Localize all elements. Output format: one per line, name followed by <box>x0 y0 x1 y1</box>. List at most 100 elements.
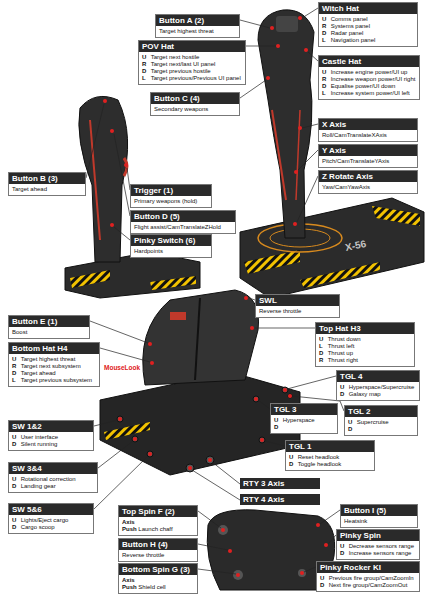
callout-row: D Cargo scoop <box>12 524 90 531</box>
callout-box: Bottom Hat H4U Target highest threatR Ta… <box>8 342 100 387</box>
callout-row: D Galaxy map <box>340 391 416 398</box>
key-letter: L <box>319 343 326 350</box>
key-letter: D <box>322 30 329 37</box>
key-letter: D <box>340 550 347 557</box>
key-letter: D <box>320 582 327 589</box>
logo-text: X-56 <box>344 238 367 253</box>
key-letter: D <box>12 483 19 490</box>
callout-row: L Navigation panel <box>322 37 414 44</box>
callout-box: SW 3&4U Rotational correctionD Landing g… <box>8 462 98 493</box>
callout-body: U Hyperspace/SupercruiseD Galaxy map <box>337 382 419 400</box>
callout-row: U Reset headlook <box>289 454 371 461</box>
callout-body: U Reset headlookD Toggle headlook <box>286 452 374 470</box>
callout-heading: SW 1&2 <box>9 421 93 432</box>
callout-heading: TGL 4 <box>337 371 419 382</box>
key-letter: R <box>322 76 329 83</box>
key-letter: L <box>12 377 19 384</box>
callout-box: TGL 2U SupercruiseD <box>344 405 418 436</box>
action-text: Increase sensors range <box>349 550 412 556</box>
callout-row: Roll/CamTranslateXAxis <box>322 132 414 139</box>
action-text: Hardpoints <box>134 248 163 254</box>
key-letter: U <box>320 575 327 582</box>
key-letter: D <box>289 461 296 468</box>
callout-body: AxisPush Launch chaff <box>119 517 197 535</box>
callout-box: TGL 3U HyperspaceD <box>270 403 338 434</box>
callout-row: Boost <box>12 329 86 336</box>
action-text: Hyperspace <box>283 417 315 423</box>
action-text: Roll/CamTranslateXAxis <box>322 132 387 138</box>
callout-box: Pinky SpinU Decrease sensors rangeD Incr… <box>336 529 420 560</box>
callout-row: L Target previous/Previous UI panel <box>142 75 242 82</box>
action-text: Shield cell <box>138 584 165 590</box>
action-text: Primary weapons (hold) <box>134 198 197 204</box>
action-text: Navigation panel <box>331 37 376 43</box>
callout-body: Flight assist/CamTranslateZHold <box>131 222 235 233</box>
action-text: Increase weapon power/UI right <box>331 76 416 82</box>
key-letter: U <box>348 419 355 426</box>
key-letter: Axis <box>122 577 135 584</box>
key-letter: U <box>12 476 19 483</box>
callout-body: Heatsink <box>341 516 417 527</box>
callout-box: RTY 3 Axis <box>240 478 320 489</box>
callout-box: Pinky Switch (6) Hardpoints <box>130 234 212 258</box>
callout-box: Button A (2)Target highest threat <box>155 14 240 38</box>
callout-row: R Increase weapon power/UI right <box>322 76 416 83</box>
key-letter: U <box>12 434 19 441</box>
callout-heading: Trigger (1) <box>131 185 211 196</box>
action-text: Pitch/CamTranslateYAxis <box>322 158 389 164</box>
callout-body: U Comms panelR Systems panelD Radar pane… <box>319 14 417 46</box>
key-letter: U <box>12 356 19 363</box>
action-text: User interface <box>21 434 58 440</box>
callout-box: Button D (5)Flight assist/CamTranslateZH… <box>130 210 236 234</box>
callout-row: R Target next subsystem <box>12 363 96 370</box>
callout-row: Target highest threat <box>159 28 236 35</box>
key-letter: D <box>322 83 329 90</box>
callout-body: Reverse throttle <box>256 306 339 317</box>
callout-heading: Pinky Switch (6) <box>131 235 211 246</box>
callout-row: U Decrease sensors range <box>340 543 416 550</box>
callout-heading: Pinky Spin <box>337 530 419 541</box>
action-text: Target ahead <box>12 186 47 192</box>
callout-row: D Silent running <box>12 441 90 448</box>
action-text: Comms panel <box>331 16 368 22</box>
callout-row: Primary weapons (hold) <box>134 198 208 205</box>
key-letter: R <box>12 363 19 370</box>
callout-heading: TGL 2 <box>345 406 417 417</box>
action-text: Target previous subsystem <box>21 377 92 383</box>
callout-row: U Supercruise <box>348 419 414 426</box>
action-text: Target next subsystem <box>21 363 81 369</box>
action-text: Secondary weapons <box>154 106 208 112</box>
callout-row: U User interface <box>12 434 90 441</box>
callout-row: R Thrust right <box>319 357 411 364</box>
callout-row: D Equalise power/UI down <box>322 83 416 90</box>
callout-box: SW 1&2U User interfaceD Silent running <box>8 420 94 451</box>
key-letter: D <box>142 68 149 75</box>
action-text: Landing gear <box>21 483 56 489</box>
callout-heading: Button E (1) <box>9 316 89 327</box>
key-letter: D <box>319 350 326 357</box>
callout-heading: Z Rotate Axis <box>319 171 417 182</box>
callout-body: Hardpoints <box>131 246 211 257</box>
callout-body: U Target next hostileR Target next/last … <box>139 52 245 84</box>
callout-body: U Increase engine power/UI upR Increase … <box>319 67 419 99</box>
action-text: Rotational correction <box>21 476 76 482</box>
key-letter: R <box>142 61 149 68</box>
callout-body: U Decrease sensors rangeD Increase senso… <box>337 541 419 559</box>
callout-body: U Lights/Eject cargoD Cargo scoop <box>9 515 93 533</box>
action-text: Supercruise <box>357 419 389 425</box>
callout-box: TGL 4U Hyperspace/SupercruiseD Galaxy ma… <box>336 370 420 401</box>
callout-heading: RTY 3 Axis <box>240 478 320 489</box>
key-letter: D <box>12 370 19 377</box>
key-letter: D <box>12 524 19 531</box>
callout-row: D Toggle headlook <box>289 461 371 468</box>
callout-box: POV HatU Target next hostileR Target nex… <box>138 40 246 85</box>
callout-heading: Button B (3) <box>9 173 85 184</box>
action-text: Yaw/CamYawAxis <box>322 184 370 190</box>
key-letter: U <box>274 417 281 424</box>
callout-body: Boost <box>9 327 89 338</box>
callout-box: Z Rotate AxisYaw/CamYawAxis <box>318 170 418 194</box>
callout-row: D Thrust up <box>319 350 411 357</box>
key-letter: R <box>319 357 326 364</box>
action-text: Galaxy map <box>349 391 381 397</box>
